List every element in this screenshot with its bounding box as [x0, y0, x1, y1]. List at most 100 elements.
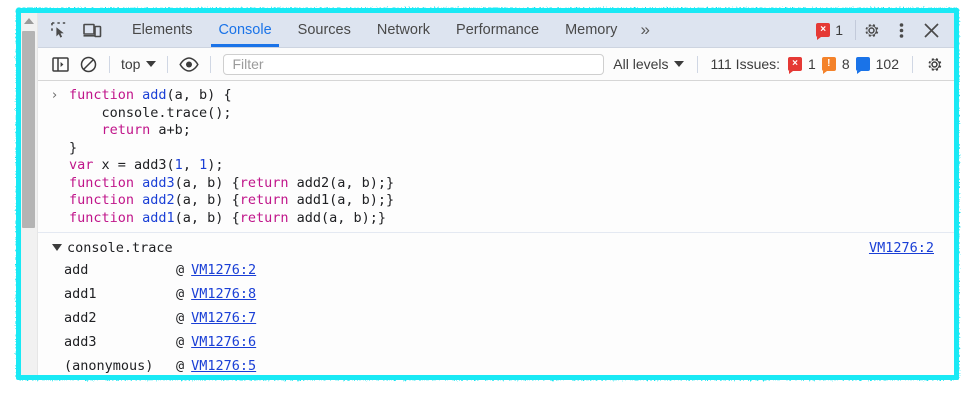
issue-error-count: 1 — [808, 56, 816, 72]
tab-performance[interactable]: Performance — [443, 13, 552, 47]
error-badge-icon: × — [816, 23, 831, 40]
filter-input[interactable] — [223, 53, 605, 75]
code-token: add3 — [142, 174, 175, 191]
panel-body: Elements Console Sources Network Perform… — [38, 13, 954, 375]
close-icon[interactable] — [916, 15, 946, 45]
code-token: console.trace(); — [69, 104, 232, 121]
toolbar-divider — [912, 55, 913, 73]
console-output[interactable]: › function add(a, b) { console.trace(); … — [38, 81, 954, 375]
devtools-tabbar: Elements Console Sources Network Perform… — [38, 13, 954, 48]
issue-warning-count: 8 — [841, 56, 850, 72]
code-token: add2 — [142, 192, 175, 208]
execution-context-select[interactable]: top — [117, 56, 160, 72]
stack-frame-function: add2 — [64, 310, 97, 326]
code-token: add1(a, b);} — [288, 192, 395, 208]
stack-frame-source-link[interactable]: VM1276:8 — [191, 286, 257, 302]
console-trace-message: console.trace VM1276:2 add @ VM1276:2 add1 @… — [38, 233, 954, 375]
expander-triangle-icon[interactable] — [52, 244, 62, 251]
issues-summary[interactable]: 111 Issues: × 1 ! 8 102 — [705, 56, 905, 74]
stack-frame-function: add3 — [64, 334, 97, 350]
console-input-code: function add (a, b) { console.trace(); re… — [52, 87, 948, 227]
code-token: add1 — [142, 209, 175, 226]
code-token: (a, b) { — [174, 174, 240, 191]
issue-error-badge-icon: × — [788, 57, 803, 74]
log-levels-select[interactable]: All levels — [607, 56, 689, 72]
stack-frame-source-link[interactable]: VM1276:2 — [191, 262, 257, 278]
issue-warning-badge-icon: ! — [821, 57, 836, 74]
issues-count-label: 111 Issues: — [710, 56, 781, 72]
code-token: 1 — [174, 157, 183, 173]
live-expression-eye-icon[interactable] — [175, 51, 203, 77]
tab-label: Network — [376, 22, 431, 38]
trace-title: console.trace — [67, 240, 173, 256]
code-token: function — [69, 209, 143, 226]
show-console-sidebar-icon[interactable] — [46, 51, 74, 77]
issue-info-count: 102 — [875, 56, 899, 72]
code-token: var — [69, 157, 94, 173]
chevron-down-icon — [146, 61, 157, 67]
stack-frame-at-symbol: @ — [176, 310, 185, 326]
tab-sources[interactable]: Sources — [285, 13, 364, 47]
kebab-menu-icon[interactable] — [886, 15, 916, 45]
code-token: (a, b) { — [174, 209, 240, 226]
stack-frame-function: (anonymous) — [64, 358, 154, 374]
devtools-panel: Elements Console Sources Network Perform… — [21, 13, 954, 375]
code-line: console.trace(); — [69, 105, 948, 123]
stack-frame-function: add — [64, 262, 89, 278]
trace-header[interactable]: console.trace VM1276:2 — [52, 240, 948, 256]
code-token: add — [142, 87, 167, 103]
execution-context-value: top — [121, 56, 141, 72]
scroll-up-arrow-icon[interactable] — [24, 18, 34, 24]
vertical-scrollbar[interactable] — [21, 13, 38, 375]
stack-frame-row: add1 @ VM1276:8 — [52, 286, 948, 310]
code-token: function — [69, 87, 143, 103]
stack-frame-row: (anonymous) @ VM1276:5 — [52, 358, 948, 375]
settings-gear-icon[interactable] — [856, 15, 886, 45]
console-settings-gear-icon[interactable] — [920, 51, 948, 77]
trace-source-link[interactable]: VM1276:2 — [868, 240, 934, 256]
code-line: function add1(a, b) {return add(a, b);} — [69, 210, 948, 228]
console-toolbar: top All levels 111 I — [38, 48, 954, 81]
more-tabs-chevron-icon[interactable]: » — [640, 20, 650, 39]
clear-console-icon[interactable] — [74, 51, 102, 77]
device-toolbar-icon[interactable] — [81, 19, 103, 41]
tab-network[interactable]: Network — [364, 13, 443, 47]
stack-frame-at-symbol: @ — [176, 334, 185, 350]
stack-frame-source-link[interactable]: VM1276:5 — [191, 358, 257, 374]
chevron-down-icon — [673, 61, 684, 67]
toolbar-divider — [696, 55, 698, 73]
code-token: return — [239, 192, 289, 208]
tab-label: Sources — [297, 22, 351, 38]
tabbar-left-icons — [38, 13, 109, 47]
stack-frame-row: add2 @ VM1276:7 — [52, 310, 948, 334]
tab-console[interactable]: Console — [205, 13, 284, 47]
stack-frame-at-symbol: @ — [176, 358, 185, 374]
tab-memory[interactable]: Memory — [552, 13, 630, 47]
tabbar-right-controls: × 1 — [812, 13, 954, 47]
code-token: add(a, b);} — [288, 209, 387, 226]
inspect-element-icon[interactable] — [48, 19, 70, 41]
tab-elements[interactable]: Elements — [119, 13, 205, 47]
stack-frame-at-symbol: @ — [176, 262, 185, 278]
code-line: var x = add3(1, 1); — [69, 157, 948, 175]
code-line: function add3(a, b) {return add2(a, b);} — [69, 175, 948, 193]
code-token: function — [69, 192, 143, 208]
error-count-label: 1 — [835, 22, 843, 38]
code-token: return — [239, 174, 289, 191]
code-token: (a, b) { — [174, 192, 240, 208]
code-line: } — [69, 140, 948, 158]
console-input-echo: › function add(a, b) { console.trace(); … — [38, 81, 954, 233]
code-token — [69, 122, 102, 138]
tab-list: Elements Console Sources Network Perform… — [119, 13, 658, 47]
code-token: return — [239, 209, 289, 226]
stack-frame-source-link[interactable]: VM1276:6 — [191, 334, 257, 350]
toolbar-divider — [109, 55, 110, 73]
tabbar-error-count[interactable]: × 1 — [812, 20, 856, 40]
stack-frame-at-symbol: @ — [176, 286, 185, 302]
scrollbar-thumb[interactable] — [22, 31, 35, 228]
stack-frame-function: add1 — [64, 286, 97, 302]
code-token: x = add3( — [93, 157, 175, 173]
stack-frame-source-link[interactable]: VM1276:7 — [191, 310, 257, 326]
